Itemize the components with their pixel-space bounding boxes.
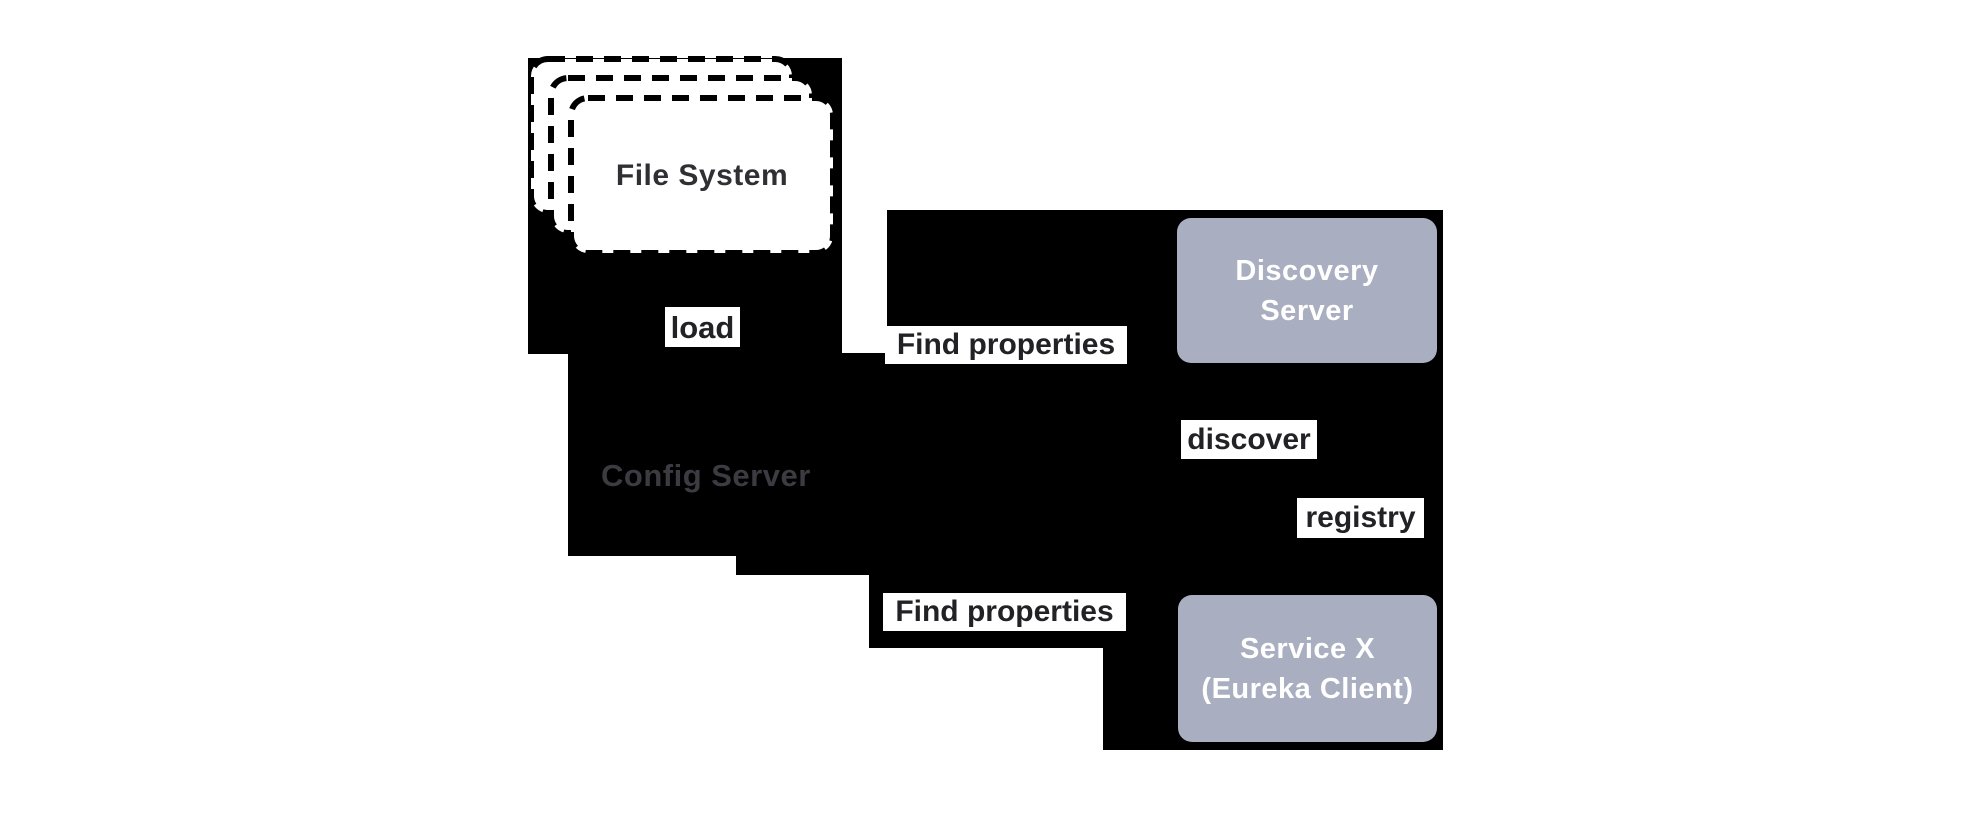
file-system-stack	[528, 56, 836, 256]
service-x-node: Service X (Eureka Client)	[1178, 595, 1437, 742]
config-server-node-label: Config Server	[601, 458, 811, 493]
edge-label-find-properties-top: Find properties	[885, 326, 1127, 364]
discovery-server-node: Discovery Server	[1177, 218, 1437, 363]
edge-label-discover: discover	[1181, 420, 1317, 459]
stacked-box-front	[568, 95, 836, 256]
edge-label-registry: registry	[1297, 498, 1424, 538]
edge-label-load: load	[665, 307, 740, 347]
black-region-step-band	[736, 553, 1443, 575]
file-system-node-label: File System	[615, 158, 789, 192]
edge-label-find-properties-bottom: Find properties	[883, 593, 1126, 631]
